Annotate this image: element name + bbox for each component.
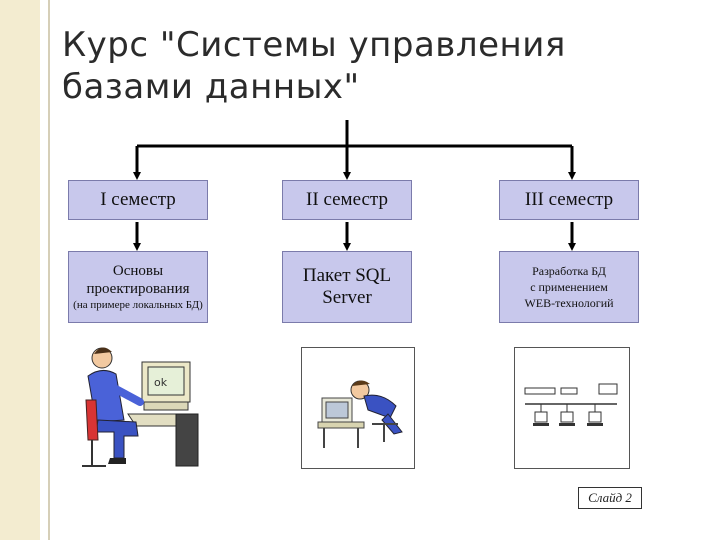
svg-text:ok: ok	[154, 376, 168, 389]
semester-box-2: II семестр	[282, 180, 412, 220]
topic-line: Пакет SQL	[302, 265, 392, 286]
topic-line: Server	[322, 287, 372, 308]
semester-label: I семестр	[100, 189, 176, 210]
slide-number: Слайд 2	[578, 487, 642, 509]
network-diagram-illustration	[524, 383, 618, 426]
topic-line: с применением	[530, 280, 608, 294]
person-at-computer-illustration: ok	[82, 347, 199, 467]
topic-box-3: Разработка БД с применением WEB-технолог…	[499, 251, 639, 323]
topic-box-1: Основы проектирования (на примере локаль…	[68, 251, 208, 323]
side-divider-line	[48, 0, 50, 540]
topic-line: Основы	[112, 262, 164, 279]
semester-label: III семестр	[524, 189, 614, 210]
picture-frame-2	[301, 347, 415, 469]
topic-line: проектирования	[86, 280, 190, 297]
topic-line: WEB-технологий	[524, 296, 614, 310]
side-stripe	[0, 0, 40, 540]
semester-box-3: III семестр	[499, 180, 639, 220]
picture-frame-3	[514, 347, 630, 469]
slide-title: Курс "Системы управления базами данных"	[62, 24, 682, 108]
person-asleep-at-computer-illustration	[317, 380, 403, 448]
topic-box-2: Пакет SQL Server	[282, 251, 412, 323]
semester-label: II семестр	[306, 189, 388, 210]
slide-title-line-2: базами данных"	[62, 67, 360, 107]
semester-box-1: I семестр	[68, 180, 208, 220]
topic-note: (на примере локальных БД)	[73, 298, 203, 311]
topic-line: Разработка БД	[532, 264, 606, 278]
slide-title-line-1: Курс "Системы управления	[62, 25, 566, 65]
